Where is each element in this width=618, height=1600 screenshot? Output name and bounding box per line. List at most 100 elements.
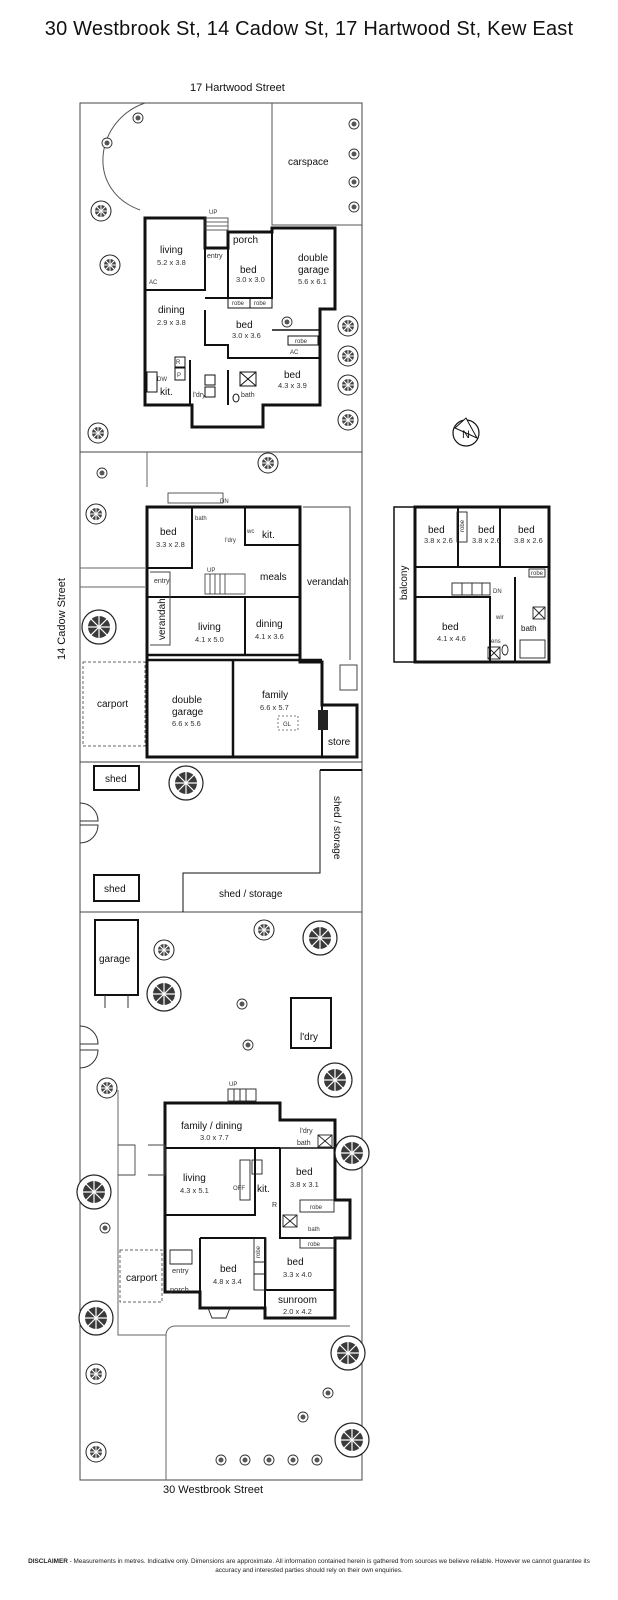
room-verandah: verandah bbox=[307, 577, 349, 588]
yard-shed-storage: shed / storage bbox=[219, 889, 283, 900]
room-bed-2: bed bbox=[478, 525, 495, 536]
yard-shed-2: shed bbox=[104, 884, 126, 895]
cadow-yard-lines bbox=[80, 452, 148, 747]
room-verandah-side: verandah bbox=[157, 598, 168, 640]
room-dining: dining bbox=[256, 619, 283, 630]
cadow-steps bbox=[167, 492, 246, 595]
label-robe-2: robe bbox=[308, 1242, 321, 1248]
room-garage-line1: double bbox=[172, 695, 202, 706]
room-garage-dim: 6.6 x 5.6 bbox=[172, 719, 201, 728]
room-living: living bbox=[198, 622, 221, 633]
room-living-dim: 5.2 x 3.8 bbox=[157, 258, 186, 267]
skylight bbox=[277, 715, 299, 731]
label-dw: DW bbox=[157, 377, 167, 383]
street-label-hartwood: 17 Hartwood Street bbox=[190, 82, 285, 94]
westbrook-fixtures bbox=[118, 1088, 335, 1319]
label-up: UP bbox=[229, 1082, 237, 1088]
room-bed-2: bed bbox=[220, 1264, 237, 1275]
room-living: living bbox=[160, 245, 183, 256]
room-dining-dim: 2.9 x 3.8 bbox=[157, 318, 186, 327]
room-family: family bbox=[262, 690, 288, 701]
yard-garage: garage bbox=[99, 954, 131, 965]
room-bed-2-dim: 3.8 x 2.6 bbox=[472, 536, 501, 545]
label-r: R bbox=[176, 360, 181, 366]
room-family-dining: family / dining bbox=[181, 1121, 242, 1132]
room-bed-3-dim: 4.3 x 3.9 bbox=[278, 381, 307, 390]
room-kit: kit. bbox=[160, 387, 173, 398]
room-bed-2: bed bbox=[236, 320, 253, 331]
room-garage-line2: garage bbox=[298, 265, 330, 276]
room-bath: bath bbox=[521, 624, 537, 633]
room-bed-2-dim: 3.0 x 3.6 bbox=[232, 331, 261, 340]
label-ac: AC bbox=[149, 280, 158, 286]
room-bath: bath bbox=[297, 1140, 311, 1147]
label-wc: wc bbox=[246, 529, 254, 535]
room-bed-3: bed bbox=[518, 525, 535, 536]
room-kit: kit. bbox=[262, 530, 275, 541]
room-bed-1-dim: 3.8 x 2.6 bbox=[424, 536, 453, 545]
room-bed-3: bed bbox=[287, 1257, 304, 1268]
street-label-westbrook: 30 Westbrook Street bbox=[163, 1484, 264, 1496]
room-bed-3-dim: 3.8 x 2.6 bbox=[514, 536, 543, 545]
room-kit: kit. bbox=[257, 1184, 270, 1195]
room-bed: bed bbox=[160, 527, 177, 538]
room-porch: porch bbox=[170, 1285, 189, 1294]
room-dining-dim: 4.1 x 3.6 bbox=[255, 632, 284, 641]
room-garage-dim: 5.6 x 6.1 bbox=[298, 277, 327, 286]
room-carport: carport bbox=[97, 699, 128, 710]
room-bed-3: bed bbox=[284, 370, 301, 381]
hartwood-kitchen-fixtures bbox=[146, 356, 257, 403]
room-wir: wir bbox=[495, 615, 504, 621]
room-sunroom: sunroom bbox=[278, 1295, 317, 1306]
site-boundary bbox=[79, 102, 363, 1481]
room-bed-4-dim: 4.1 x 4.6 bbox=[437, 634, 466, 643]
page-title: 30 Westbrook St, 14 Cadow St, 17 Hartwoo… bbox=[44, 18, 574, 40]
room-bed-1: bed bbox=[428, 525, 445, 536]
room-living-dim: 4.3 x 5.1 bbox=[180, 1186, 209, 1195]
room-entry: entry bbox=[172, 1266, 189, 1275]
label-ac-2: AC bbox=[290, 350, 299, 356]
room-ens: ens bbox=[491, 639, 501, 645]
label-robe-1: robe bbox=[232, 301, 245, 307]
room-carport: carport bbox=[126, 1273, 157, 1284]
room-ldry: l'dry bbox=[225, 538, 236, 544]
room-bath: bath bbox=[241, 392, 255, 399]
room-family-dim: 6.6 x 5.7 bbox=[260, 703, 289, 712]
westbrook-fence bbox=[117, 1090, 350, 1480]
room-bed-1: bed bbox=[296, 1167, 313, 1178]
room-entry: entry bbox=[154, 578, 170, 585]
yard-gates bbox=[79, 802, 129, 1069]
yard-shed-storage-vertical: shed / storage bbox=[331, 796, 342, 860]
label-robe-2: robe bbox=[254, 301, 267, 307]
room-living: living bbox=[183, 1173, 206, 1184]
label-robe-1: robe bbox=[310, 1205, 323, 1211]
cadow-house-walls bbox=[145, 505, 359, 759]
disclaimer: DISCLAIMER - Measurements in metres. Ind… bbox=[20, 1558, 598, 1575]
yard-shed-1: shed bbox=[105, 774, 127, 785]
room-ldry: l'dry bbox=[300, 1128, 313, 1135]
label-dn: DN bbox=[220, 499, 229, 505]
cadow-verandah bbox=[150, 506, 358, 691]
room-bed-4: bed bbox=[442, 622, 459, 633]
room-balcony: balcony bbox=[399, 566, 410, 600]
room-garage-line2: garage bbox=[172, 707, 204, 718]
room-garage-line1: double bbox=[298, 253, 328, 264]
hartwood-robes bbox=[227, 297, 319, 346]
disclaimer-label: DISCLAIMER bbox=[28, 1558, 68, 1565]
room-ldry: l'dry bbox=[193, 392, 206, 399]
room-bed-1-dim: 3.0 x 3.0 bbox=[236, 275, 265, 284]
room-porch: porch bbox=[233, 235, 258, 246]
yard-structures bbox=[93, 765, 362, 1049]
label-robe-1: robe bbox=[460, 519, 466, 532]
compass-n: N bbox=[462, 429, 470, 441]
hartwood-driveway bbox=[102, 102, 362, 226]
room-bed-1-dim: 3.8 x 3.1 bbox=[290, 1180, 319, 1189]
upper-floor-walls bbox=[393, 505, 551, 664]
room-sunroom-dim: 2.0 x 4.2 bbox=[283, 1307, 312, 1316]
disclaimer-text: - Measurements in metres. Indicative onl… bbox=[67, 1558, 590, 1574]
label-robe-3: robe bbox=[295, 339, 308, 345]
label-gl: GL bbox=[283, 722, 292, 728]
room-bed-dim: 3.3 x 2.8 bbox=[156, 540, 185, 549]
yard-ldry: l'dry bbox=[300, 1032, 318, 1043]
hartwood-steps bbox=[204, 217, 229, 231]
